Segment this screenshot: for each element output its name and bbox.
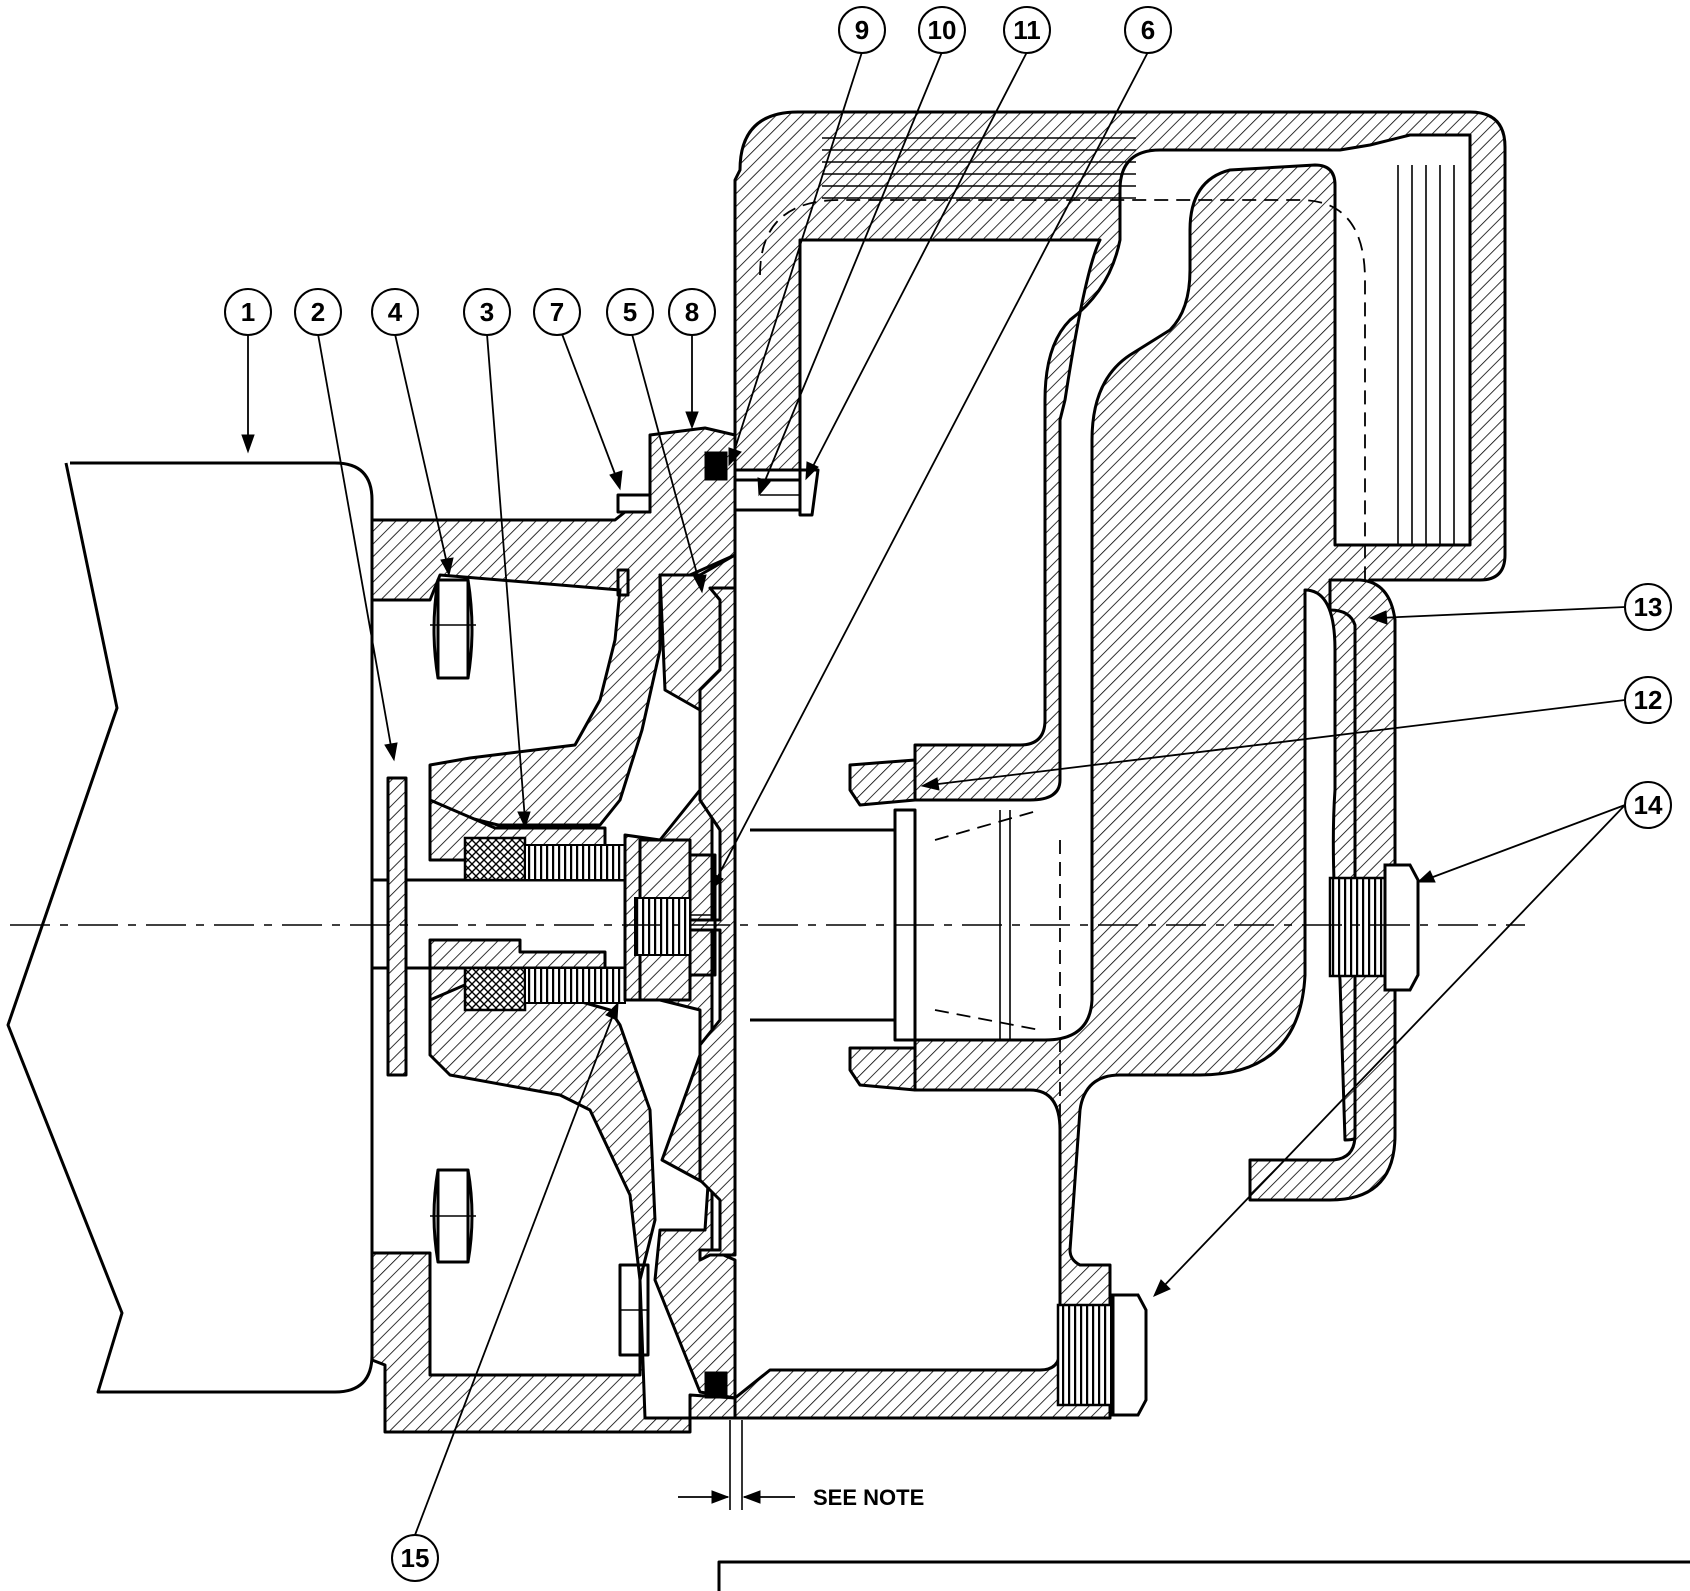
svg-text:10: 10 (928, 15, 957, 45)
callout-6: 6 (1124, 6, 1172, 54)
svg-text:2: 2 (311, 297, 325, 327)
casing-volute-lower (1248, 578, 1397, 1202)
callout-2: 2 (294, 288, 342, 336)
callout-3: 3 (463, 288, 511, 336)
adapter-bolt-upper (430, 578, 476, 680)
callout-12: 12 (1624, 676, 1672, 724)
svg-text:8: 8 (685, 297, 699, 327)
callout-13: 13 (1624, 583, 1672, 631)
svg-text:15: 15 (401, 1543, 430, 1573)
callout-1: 1 (224, 288, 272, 336)
clearance-dimension: SEE NOTE (678, 1420, 924, 1510)
adapter-bolt-lower (430, 1168, 476, 1264)
svg-text:7: 7 (550, 297, 564, 327)
motor-body (6, 461, 374, 1394)
o-ring-lower (704, 1371, 728, 1399)
o-ring-upper (704, 451, 728, 481)
svg-text:14: 14 (1634, 790, 1663, 820)
svg-text:3: 3 (480, 297, 494, 327)
callout-9: 9 (838, 6, 886, 54)
callout-8: 8 (668, 288, 716, 336)
svg-text:4: 4 (388, 297, 403, 327)
adapter-tab-top (616, 493, 652, 514)
casing-bolt-right (1328, 863, 1420, 992)
svg-text:1: 1 (241, 297, 255, 327)
svg-text:13: 13 (1634, 592, 1663, 622)
leader-lines (241, 51, 1626, 1536)
adapter-tab-upper (616, 568, 630, 597)
see-note-label: SEE NOTE (813, 1485, 924, 1510)
callout-11: 11 (1003, 6, 1051, 54)
casing-bolt-bottom (1056, 1293, 1148, 1417)
lock-washer (798, 468, 820, 517)
slinger-disc (386, 776, 408, 1077)
callout-7: 7 (533, 288, 581, 336)
callout-15: 15 (391, 1534, 439, 1582)
backplate-bolt (618, 1263, 650, 1357)
svg-text:11: 11 (1013, 15, 1041, 45)
svg-text:6: 6 (1141, 15, 1155, 45)
title-block-frame (717, 1560, 1690, 1591)
callout-5: 5 (606, 288, 654, 336)
svg-text:5: 5 (623, 297, 637, 327)
callout-14: 14 (1624, 781, 1672, 829)
callout-10: 10 (918, 6, 966, 54)
svg-text:9: 9 (855, 15, 869, 45)
impeller-nut-thread (634, 897, 691, 956)
callout-4: 4 (371, 288, 419, 336)
mechanical-seal (463, 836, 626, 1012)
svg-text:12: 12 (1634, 685, 1663, 715)
